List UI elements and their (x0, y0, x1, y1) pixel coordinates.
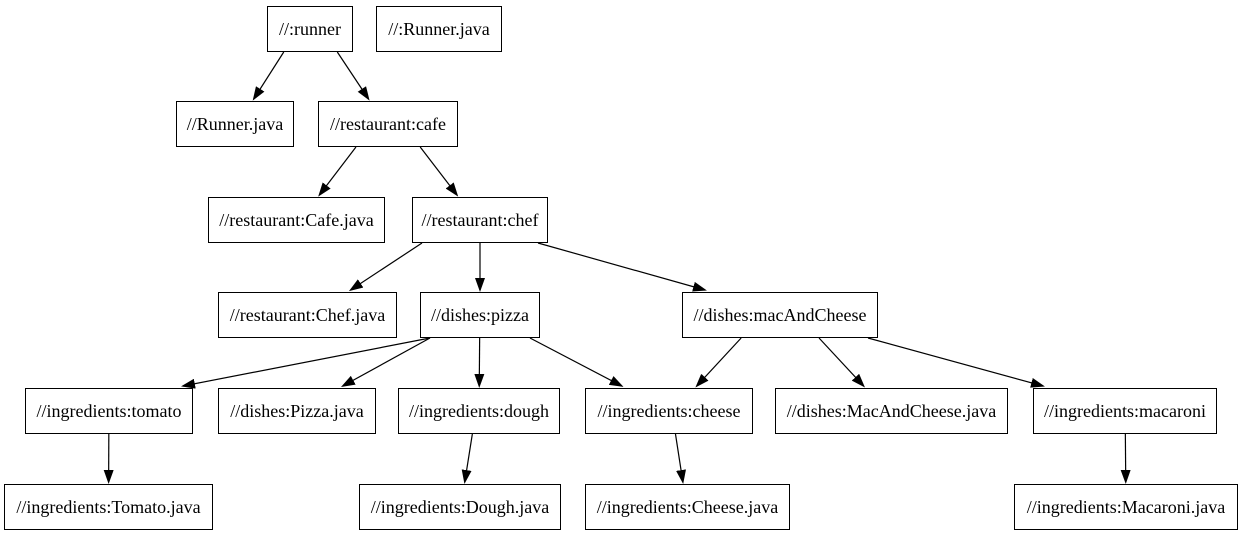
graph-node-pizza-java: //dishes:Pizza.java (218, 388, 376, 434)
graph-node-dough: //ingredients:dough (398, 388, 560, 434)
graph-edge-mac-and-cheese-to-macaroni (867, 337, 1045, 388)
graph-edge-dough-to-dough-java (461, 433, 473, 484)
graph-edge-pizza-to-cheese (529, 337, 624, 387)
graph-node-macaroni: //ingredients:macaroni (1033, 388, 1217, 434)
graph-node-label: //Runner.java (186, 114, 284, 134)
graph-edge-cheese-to-cheese-java (674, 433, 686, 484)
graph-edge-runner-to-runner-java (252, 51, 285, 101)
graph-node-runner: //:runner (267, 6, 353, 52)
graph-edge-chef-to-mac-and-cheese (537, 242, 707, 292)
graph-node-cafe-java: //restaurant:Cafe.java (208, 197, 385, 243)
graph-edge-mac-and-cheese-to-cheese (695, 337, 742, 388)
graph-edge-chef-to-chef-java (348, 242, 423, 292)
graph-node-label: //ingredients:dough (409, 401, 549, 421)
graph-edge-cafe-to-chef (419, 146, 459, 197)
graph-node-label: //dishes:macAndCheese (693, 305, 867, 325)
graph-node-label: //:runner (279, 19, 341, 39)
graph-node-mac-and-cheese-java: //dishes:MacAndCheese.java (775, 388, 1008, 434)
graph-node-label: //restaurant:Chef.java (229, 305, 386, 325)
graph-node-mac-and-cheese: //dishes:macAndCheese (682, 292, 878, 338)
graph-node-runner-java-top: //:Runner.java (376, 6, 502, 52)
graph-node-label: //dishes:Pizza.java (230, 401, 364, 421)
graph-node-tomato: //ingredients:tomato (25, 388, 193, 434)
graph-node-dough-java: //ingredients:Dough.java (359, 484, 561, 530)
graph-node-cafe: //restaurant:cafe (318, 101, 458, 147)
graph-node-label: //restaurant:cafe (330, 114, 446, 134)
graph-node-label: //ingredients:Tomato.java (16, 497, 201, 517)
graph-node-tomato-java: //ingredients:Tomato.java (4, 484, 213, 530)
graph-edge-runner-to-cafe (336, 51, 370, 101)
graph-node-label: //dishes:MacAndCheese.java (786, 401, 997, 421)
graph-node-macaroni-java: //ingredients:Macaroni.java (1014, 484, 1238, 530)
graph-edge-mac-and-cheese-to-mac-and-cheese-java (818, 337, 865, 388)
graph-node-runner-java: //Runner.java (176, 101, 294, 147)
graph-node-label: //restaurant:chef (421, 210, 539, 230)
graph-node-label: //ingredients:Macaroni.java (1026, 497, 1226, 517)
graph-node-label: //ingredients:tomato (36, 401, 182, 421)
graph-node-label: //ingredients:Dough.java (370, 497, 550, 517)
graph-node-label: //ingredients:Cheese.java (596, 497, 779, 517)
graph-node-label: //ingredients:cheese (597, 401, 741, 421)
graph-node-label: //restaurant:Cafe.java (219, 210, 374, 230)
graph-node-cheese: //ingredients:cheese (585, 388, 753, 434)
graph-node-chef: //restaurant:chef (412, 197, 548, 243)
graph-edge-pizza-to-pizza-java (340, 337, 431, 387)
graph-node-cheese-java: //ingredients:Cheese.java (585, 484, 790, 530)
graph-edge-pizza-to-tomato (181, 337, 431, 389)
graph-node-pizza: //dishes:pizza (420, 292, 540, 338)
graph-edge-cafe-to-cafe-java (318, 146, 357, 197)
graph-node-label: //ingredients:macaroni (1044, 401, 1206, 421)
graph-node-chef-java: //restaurant:Chef.java (218, 292, 397, 338)
graph-node-label: //:Runner.java (388, 19, 490, 39)
graph-node-label: //dishes:pizza (431, 305, 529, 325)
